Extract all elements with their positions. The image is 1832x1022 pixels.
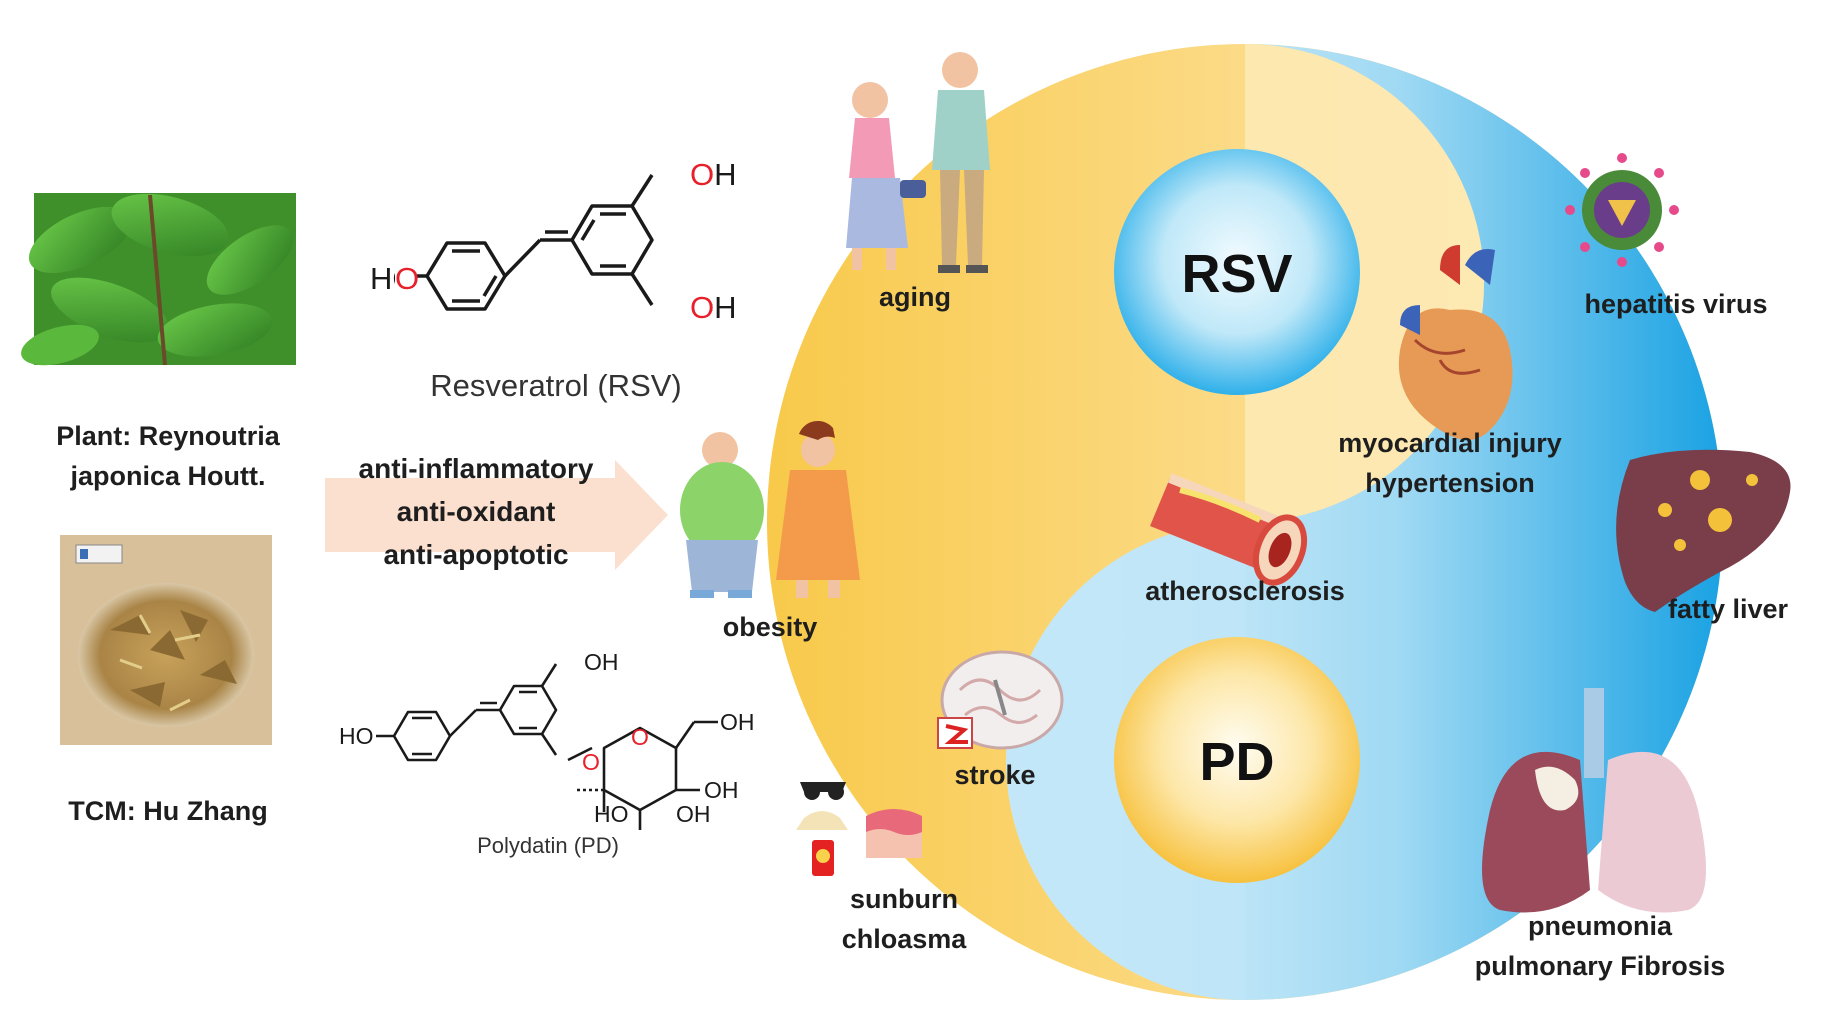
hypertension-label: hypertension <box>1365 468 1535 498</box>
rsv-center-label: RSV <box>1181 244 1292 304</box>
effect-anti-inflammatory: anti-inflammatory <box>359 453 594 484</box>
aging-label: aging <box>879 282 951 312</box>
rsv-o-bottom: O <box>690 290 714 325</box>
chloasma-label: chloasma <box>842 924 968 954</box>
sunburn-label: sunburn <box>850 884 958 914</box>
pd-o-link: O <box>582 749 600 775</box>
plant-label-line1: Plant: Reynoutria <box>56 421 281 451</box>
sunburn-icon <box>796 782 922 876</box>
hepatitis-virus-label: hepatitis virus <box>1584 289 1767 319</box>
rsv-center-circle <box>1114 149 1360 395</box>
pd-ho-left: HO <box>339 723 374 749</box>
obesity-label: obesity <box>723 612 818 642</box>
resveratrol-structure <box>400 174 654 311</box>
fatty-liver-label: fatty liver <box>1668 594 1789 624</box>
plant-photo <box>21 193 296 366</box>
heart-icon <box>1398 245 1513 440</box>
pd-oh-top: OH <box>584 649 619 675</box>
pd-center-label: PD <box>1199 732 1274 792</box>
effects-arrow <box>325 460 668 570</box>
atherosclerosis-label: atherosclerosis <box>1145 576 1345 606</box>
pd-ho-bottom: HO <box>594 801 629 827</box>
pd-o-ring: O <box>631 724 649 750</box>
pd-ch2oh: OH <box>720 709 755 735</box>
pd-center-circle <box>1114 637 1360 883</box>
polydatin-structure <box>376 663 718 830</box>
elderly-couple-icon <box>846 52 990 273</box>
obesity-icon <box>680 420 860 598</box>
lungs-icon <box>1482 688 1706 913</box>
rsv-o-top: O <box>690 157 714 192</box>
effect-anti-oxidant: anti-oxidant <box>397 496 556 527</box>
rsv-o-left: O <box>395 261 419 296</box>
artery-icon <box>1150 473 1308 586</box>
pd-oh-right: OH <box>704 777 739 803</box>
effect-anti-apoptotic: anti-apoptotic <box>383 539 568 570</box>
liver-icon <box>1616 449 1791 612</box>
rsv-name: Resveratrol (RSV) <box>430 368 682 403</box>
brain-icon <box>937 650 1064 750</box>
pulmonary-fibrosis-label: pulmonary Fibrosis <box>1475 951 1726 981</box>
tcm-label: TCM: Hu Zhang <box>68 796 267 826</box>
pneumonia-label: pneumonia <box>1528 911 1673 941</box>
pd-oh-bottom: OH <box>676 801 711 827</box>
plant-label-line2: japonica Houtt. <box>70 461 266 491</box>
virus-icon <box>1565 153 1679 267</box>
myocardial-injury-label: myocardial injury <box>1338 428 1562 458</box>
pd-name: Polydatin (PD) <box>477 833 619 858</box>
herb-photo <box>60 535 272 745</box>
stroke-label: stroke <box>954 760 1035 790</box>
